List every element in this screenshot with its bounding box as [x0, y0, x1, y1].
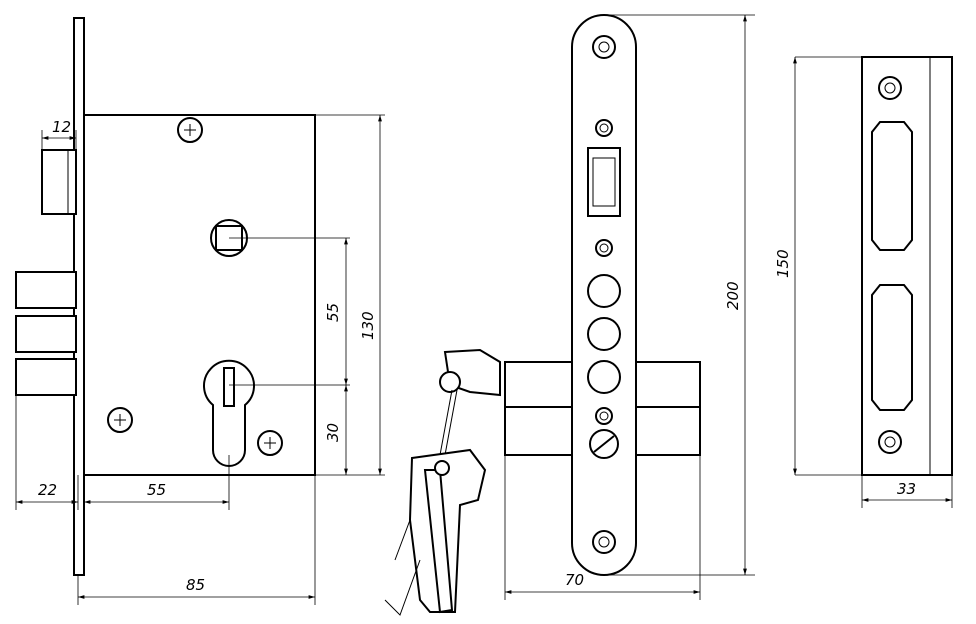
dim-latch-width: 12: [52, 118, 71, 136]
dim-backset: 55: [147, 481, 166, 499]
latch-bolt: [41, 149, 77, 215]
dim-strike-width: 33: [897, 480, 916, 498]
bolt-hole-1: [587, 274, 621, 308]
strike-opening-2: [871, 284, 913, 411]
cylinder-hole: [203, 359, 255, 467]
bolt-hole-3: [587, 360, 621, 394]
strike-opening-1: [871, 121, 913, 251]
bolt-hole-2: [587, 317, 621, 351]
strike-plate: 150 33: [774, 56, 953, 508]
dim-body-depth: 85: [186, 576, 205, 594]
deadbolt-3: [15, 358, 77, 396]
dim-cylinder-to-bottom: 30: [324, 423, 342, 442]
screw-icon: [107, 117, 283, 456]
dim-faceplate-height: 200: [724, 281, 742, 310]
dim-cylinder-length: 70: [565, 571, 584, 589]
lock-front-view: 200 70: [384, 14, 755, 616]
lock-side-view: 12 55 130 30 22 55 85: [15, 17, 385, 605]
keys: [384, 348, 501, 616]
deadbolt-2: [15, 315, 77, 353]
dim-strike-height: 150: [774, 249, 792, 278]
deadbolt-1: [15, 271, 77, 309]
dim-bolt-projection: 22: [38, 481, 57, 499]
dim-spindle-to-cylinder: 55: [324, 303, 342, 322]
dim-body-height: 130: [359, 311, 377, 340]
